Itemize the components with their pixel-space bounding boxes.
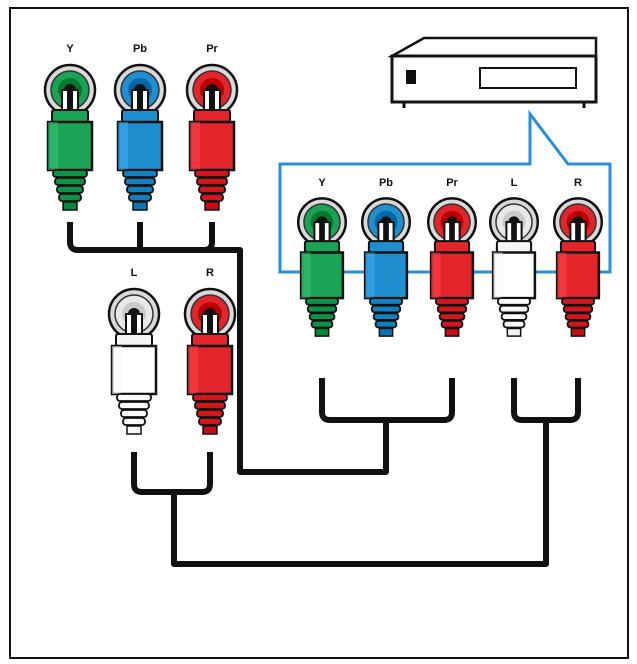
tv-component-jack-y: Y — [43, 43, 97, 211]
jack-label: Pr — [446, 177, 458, 189]
rca-plug-icon — [429, 220, 475, 337]
audio-cable — [131, 378, 581, 567]
tv-audio-jack-r: R — [183, 267, 237, 435]
rca-plug-icon — [186, 312, 234, 435]
rca-plug-icon — [299, 220, 345, 337]
device-jack-l: L — [489, 177, 539, 337]
jack-label: L — [511, 177, 518, 189]
jack-label: L — [131, 267, 138, 279]
tv-component-jack-pr: Pr — [185, 43, 239, 211]
set-top-box-icon — [387, 36, 598, 108]
tv-audio-jack-l: L — [107, 267, 161, 435]
jack-label: Pb — [379, 177, 393, 189]
component-cable — [67, 222, 455, 475]
jack-label: R — [574, 177, 582, 189]
jack-label: Y — [318, 177, 326, 189]
jack-label: R — [206, 267, 214, 279]
jack-label: Pb — [133, 43, 147, 55]
device-jack-pb: Pb — [361, 177, 411, 337]
jack-label: Pr — [206, 43, 218, 55]
device-jack-pr: Pr — [427, 177, 477, 337]
rca-plug-icon — [188, 88, 236, 211]
rca-plug-icon — [555, 220, 601, 337]
tv-component-jack-pb: Pb — [113, 43, 167, 211]
rca-plug-icon — [110, 312, 158, 435]
rca-plug-icon — [46, 88, 94, 211]
rca-plug-icon — [116, 88, 164, 211]
device-jack-r: R — [553, 177, 603, 337]
rca-plug-icon — [491, 220, 537, 337]
rca-plug-icon — [363, 220, 409, 337]
cables — [67, 222, 581, 567]
jack-label: Y — [66, 43, 74, 55]
device-jack-y: Y — [297, 177, 347, 337]
